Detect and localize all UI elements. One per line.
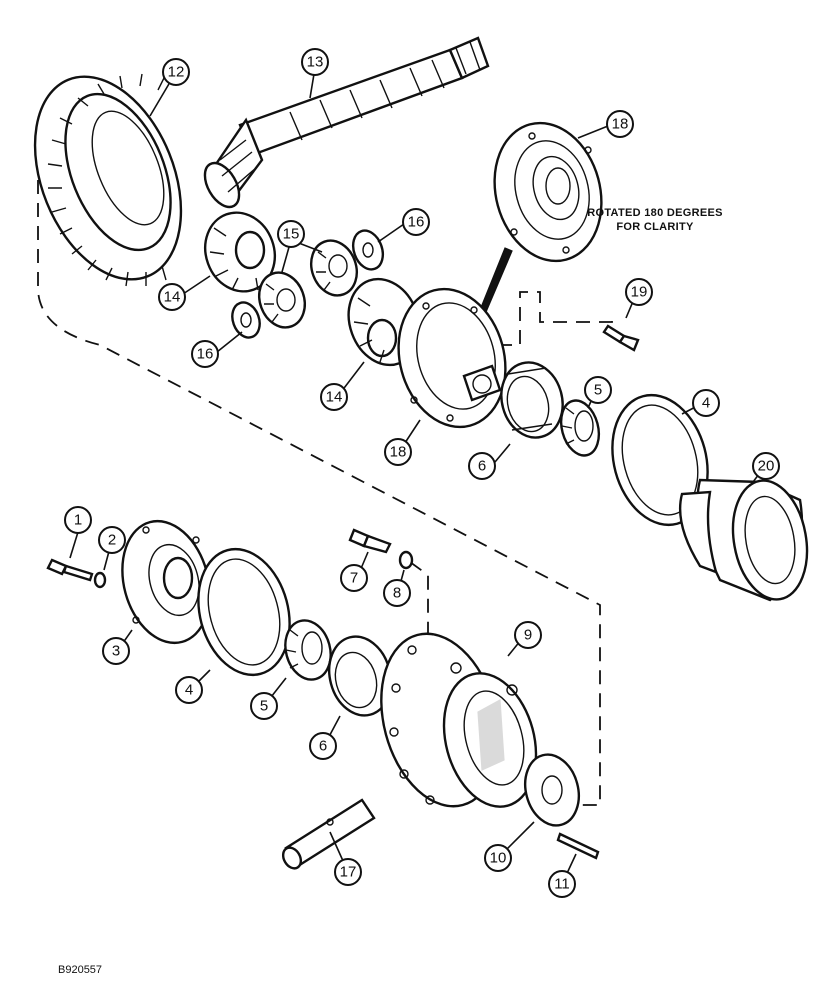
svg-text:6: 6 xyxy=(478,458,486,475)
flat-washer xyxy=(398,550,414,570)
svg-text:7: 7 xyxy=(350,570,358,587)
gasket-upper xyxy=(611,393,709,527)
svg-text:5: 5 xyxy=(260,698,268,715)
cross-shaft xyxy=(281,798,376,870)
callout-1: 1 xyxy=(64,506,92,534)
rotated-view-note: ROTATED 180 DEGREES FOR CLARITY xyxy=(587,207,723,233)
gasket-lower xyxy=(197,547,291,677)
thrust-washer-upper xyxy=(351,229,385,271)
callout-6-upper: 6 xyxy=(468,452,496,480)
figure-id: B920557 xyxy=(58,964,102,976)
svg-text:3: 3 xyxy=(112,643,120,660)
svg-text:17: 17 xyxy=(340,864,357,881)
callout-14-upper: 14 xyxy=(158,283,186,311)
differential-pinion-right xyxy=(310,239,358,297)
thrust-washer-lower xyxy=(231,301,261,339)
bearing-cone-upper xyxy=(559,399,601,457)
svg-text:11: 11 xyxy=(554,876,570,893)
note-line-2: FOR CLARITY xyxy=(616,221,694,233)
callout-16-lower: 16 xyxy=(191,340,219,368)
callout-5-lower: 5 xyxy=(250,692,278,720)
callout-12: 12 xyxy=(162,58,190,86)
side-gear-upper xyxy=(204,211,276,293)
callout-7: 7 xyxy=(340,564,368,592)
svg-text:18: 18 xyxy=(612,116,629,133)
callout-10: 10 xyxy=(484,844,512,872)
svg-text:14: 14 xyxy=(164,289,181,306)
svg-text:4: 4 xyxy=(185,682,193,699)
case-half xyxy=(397,287,507,429)
svg-text:15: 15 xyxy=(283,226,300,243)
callout-18-upper: 18 xyxy=(606,110,634,138)
svg-text:5: 5 xyxy=(594,382,602,399)
callout-20: 20 xyxy=(752,452,780,480)
callout-16-upper: 16 xyxy=(402,208,430,236)
callout-11: 11 xyxy=(548,870,576,898)
svg-text:9: 9 xyxy=(524,627,532,644)
callout-19: 19 xyxy=(625,278,653,306)
svg-text:19: 19 xyxy=(631,284,648,301)
svg-text:20: 20 xyxy=(758,458,775,475)
differential-pinion-left xyxy=(258,271,306,329)
case-half-rotated-view xyxy=(493,121,603,263)
callout-4-lower: 4 xyxy=(175,676,203,704)
pinion-shaft xyxy=(203,36,490,209)
differential-case xyxy=(380,632,538,808)
bearing-cup-lower xyxy=(328,635,392,717)
callout-2: 2 xyxy=(98,526,126,554)
bolt-lower xyxy=(46,558,94,582)
svg-text:10: 10 xyxy=(490,850,507,867)
callout-17: 17 xyxy=(334,858,362,886)
bearing-retainer xyxy=(121,519,211,645)
svg-text:2: 2 xyxy=(108,532,116,549)
callout-8: 8 xyxy=(383,579,411,607)
callout-18-lower: 18 xyxy=(384,438,412,466)
callout-14-lower: 14 xyxy=(320,383,348,411)
bolt-middle xyxy=(348,528,392,554)
svg-text:14: 14 xyxy=(326,389,343,406)
lock-washer xyxy=(93,571,107,589)
callout-15: 15 xyxy=(277,220,305,248)
bearing-cup-upper xyxy=(500,361,564,439)
callout-5-upper: 5 xyxy=(584,376,612,404)
ring-gear xyxy=(33,73,183,287)
svg-text:16: 16 xyxy=(197,346,214,363)
callout-9: 9 xyxy=(514,621,542,649)
carrier-housing xyxy=(678,478,809,602)
callout-3: 3 xyxy=(102,637,130,665)
roll-pin xyxy=(556,832,600,860)
bearing-cone-lower xyxy=(284,619,332,681)
callout-13: 13 xyxy=(301,48,329,76)
callout-4-upper: 4 xyxy=(692,389,720,417)
svg-text:8: 8 xyxy=(393,585,401,602)
svg-text:6: 6 xyxy=(319,738,327,755)
svg-text:12: 12 xyxy=(168,64,185,81)
rotated-view-pointer xyxy=(479,247,513,313)
svg-text:4: 4 xyxy=(702,395,710,412)
svg-text:18: 18 xyxy=(390,444,407,461)
note-line-1: ROTATED 180 DEGREES xyxy=(587,207,723,219)
svg-text:16: 16 xyxy=(408,214,425,231)
case-thrust-washer xyxy=(524,753,580,827)
svg-text:13: 13 xyxy=(307,54,324,71)
svg-text:1: 1 xyxy=(74,512,82,529)
callout-6-lower: 6 xyxy=(309,732,337,760)
bolt-upper xyxy=(602,324,640,352)
